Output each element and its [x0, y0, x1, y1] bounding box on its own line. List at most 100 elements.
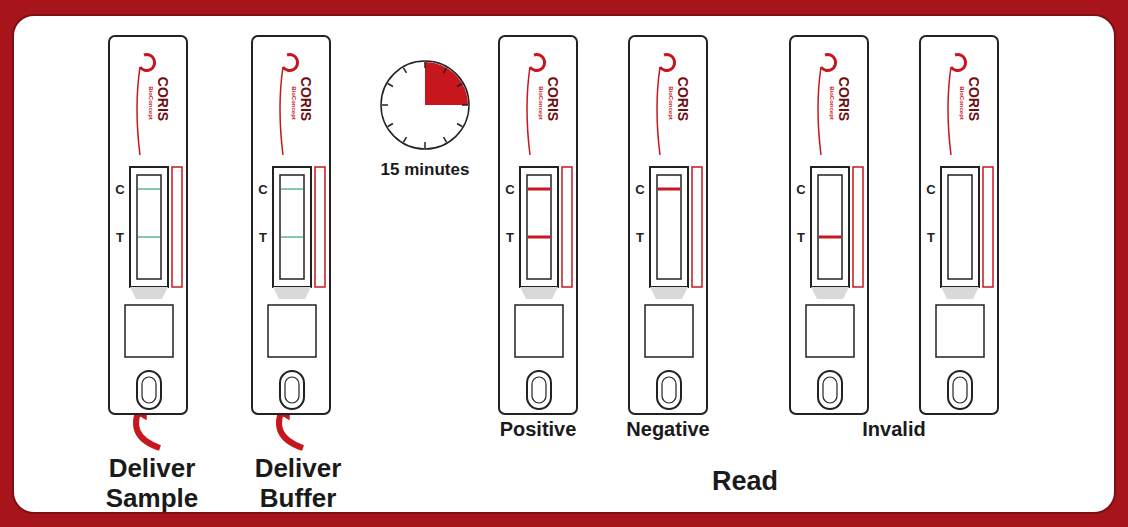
label-pad	[936, 305, 984, 357]
clock-tick	[424, 62, 426, 68]
result-window	[650, 167, 688, 287]
logo-mark	[140, 55, 155, 71]
logo-swoosh	[280, 67, 283, 155]
result-label: Invalid	[834, 418, 954, 441]
strip-marker: C	[926, 183, 935, 196]
brand-logo-text: BioConcept	[148, 86, 154, 120]
brand-logo-text: BioConcept	[291, 86, 297, 120]
result-window	[811, 167, 849, 287]
strip-marker: T	[927, 231, 935, 244]
logo-mark	[821, 55, 836, 71]
sample-well	[948, 371, 972, 409]
label-pad	[515, 305, 563, 357]
strip-marker: T	[797, 231, 805, 244]
clock-face	[381, 61, 469, 149]
test-cassette: CORISBioConceptCT	[251, 35, 331, 415]
strip-marker: C	[796, 183, 805, 196]
test-line	[138, 236, 160, 238]
bevel	[941, 287, 979, 299]
bevel	[650, 287, 688, 299]
sample-well-inner	[142, 377, 156, 403]
brand-logo-text: CORIS	[967, 77, 981, 121]
elapsed-wedge	[425, 62, 468, 105]
label-slot	[692, 167, 702, 287]
bevel	[130, 287, 168, 299]
brand-logo-text: CORIS	[546, 77, 560, 121]
label-slot	[853, 167, 863, 287]
test-cassette: CORISBioConceptCT	[108, 35, 188, 415]
logo-swoosh	[527, 67, 530, 155]
step-label: Deliver Sample	[87, 454, 217, 514]
logo-mark	[951, 55, 966, 71]
clock-tick	[404, 68, 407, 73]
sample-well	[818, 371, 842, 409]
strip-marker: C	[635, 183, 644, 196]
label-pad	[806, 305, 854, 357]
clock-tick	[457, 124, 462, 127]
sample-well	[137, 371, 161, 409]
result-label: Negative	[608, 418, 728, 441]
sample-well	[657, 371, 681, 409]
bevel	[273, 287, 311, 299]
result-window	[273, 167, 311, 287]
logo-mark	[283, 55, 298, 71]
brand-logo-text: BioConcept	[959, 86, 965, 120]
sample-well-inner	[662, 377, 676, 403]
brand-logo-text: CORIS	[156, 77, 170, 121]
clock-tick	[444, 137, 447, 142]
strip-marker: T	[636, 231, 644, 244]
clock-tick	[388, 84, 393, 87]
control-line	[528, 188, 550, 191]
logo-swoosh	[818, 67, 821, 155]
sample-well	[280, 371, 304, 409]
brand-logo-text: BioConcept	[829, 86, 835, 120]
brand-logo-text: BioConcept	[668, 86, 674, 120]
test-cassette: CORISBioConceptC T	[628, 35, 708, 415]
label-slot	[172, 167, 182, 287]
clock-tick	[388, 124, 393, 127]
brand-logo-text: BioConcept	[538, 86, 544, 120]
test-cassette: CORISBioConceptCT	[498, 35, 578, 415]
strip-marker: C	[115, 183, 124, 196]
clock-tick	[382, 104, 388, 106]
step-label: Deliver Buffer	[233, 454, 363, 514]
test-strip	[818, 175, 842, 279]
brand-logo-text: CORIS	[837, 77, 851, 121]
control-line	[658, 188, 680, 191]
step-label: Read	[675, 466, 815, 497]
strip-marker: C	[258, 183, 267, 196]
label-pad	[645, 305, 693, 357]
logo-swoosh	[948, 67, 951, 155]
control-line	[281, 188, 303, 190]
clock-tick	[457, 84, 462, 87]
brand-logo-text: CORIS	[676, 77, 690, 121]
test-strip	[948, 175, 972, 279]
test-strip	[657, 175, 681, 279]
result-label: Positive	[478, 418, 598, 441]
sample-well-inner	[285, 377, 299, 403]
test-line	[281, 236, 303, 238]
test-line	[819, 236, 841, 239]
label-pad	[125, 305, 173, 357]
label-slot	[315, 167, 325, 287]
clock-tick	[444, 68, 447, 73]
label-slot	[562, 167, 572, 287]
clock-tick	[424, 142, 426, 148]
sample-well-inner	[823, 377, 837, 403]
bevel	[520, 287, 558, 299]
timer-clock	[381, 61, 469, 149]
strip-marker: C	[505, 183, 514, 196]
label-pad	[268, 305, 316, 357]
test-strip	[527, 175, 551, 279]
logo-mark	[530, 55, 545, 71]
test-cassette: CORISBioConceptC T	[789, 35, 869, 415]
label-slot	[983, 167, 993, 287]
sample-well-inner	[953, 377, 967, 403]
test-strip	[137, 175, 161, 279]
logo-swoosh	[657, 67, 660, 155]
clock-tick	[462, 104, 468, 106]
sample-well	[527, 371, 551, 409]
test-line	[528, 236, 550, 239]
sample-well-inner	[532, 377, 546, 403]
bevel	[811, 287, 849, 299]
